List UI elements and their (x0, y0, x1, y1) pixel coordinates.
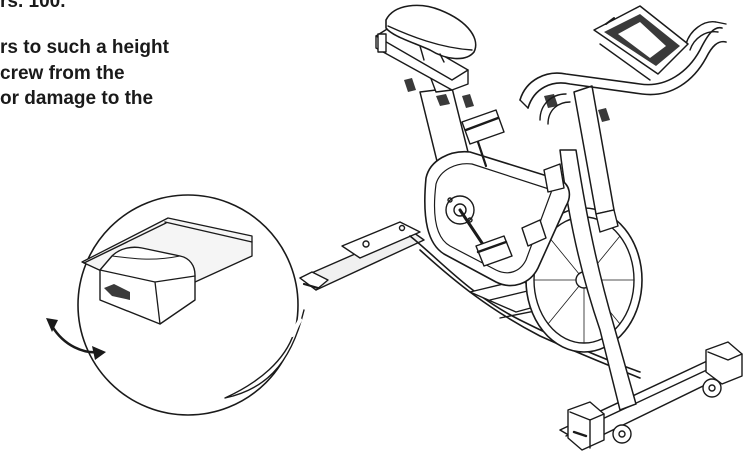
bike (299, 4, 743, 451)
warning-paragraph: rs to such a height crew from the or dam… (0, 35, 330, 112)
leveler-foot-cap (99, 246, 196, 325)
cut-off-text-line: rs. 100. (0, 0, 66, 12)
handlebars (519, 21, 727, 125)
chain-guard (424, 151, 571, 287)
leveler-detail-callout (46, 194, 305, 416)
warning-line-1: rs to such a height (0, 37, 169, 58)
rotate-arrow-icon (46, 318, 106, 360)
warning-line-3: or damage to the (0, 88, 154, 109)
warning-line-2: crew from the (0, 62, 125, 84)
tablet-holder (593, 5, 689, 81)
saddle (385, 4, 477, 63)
